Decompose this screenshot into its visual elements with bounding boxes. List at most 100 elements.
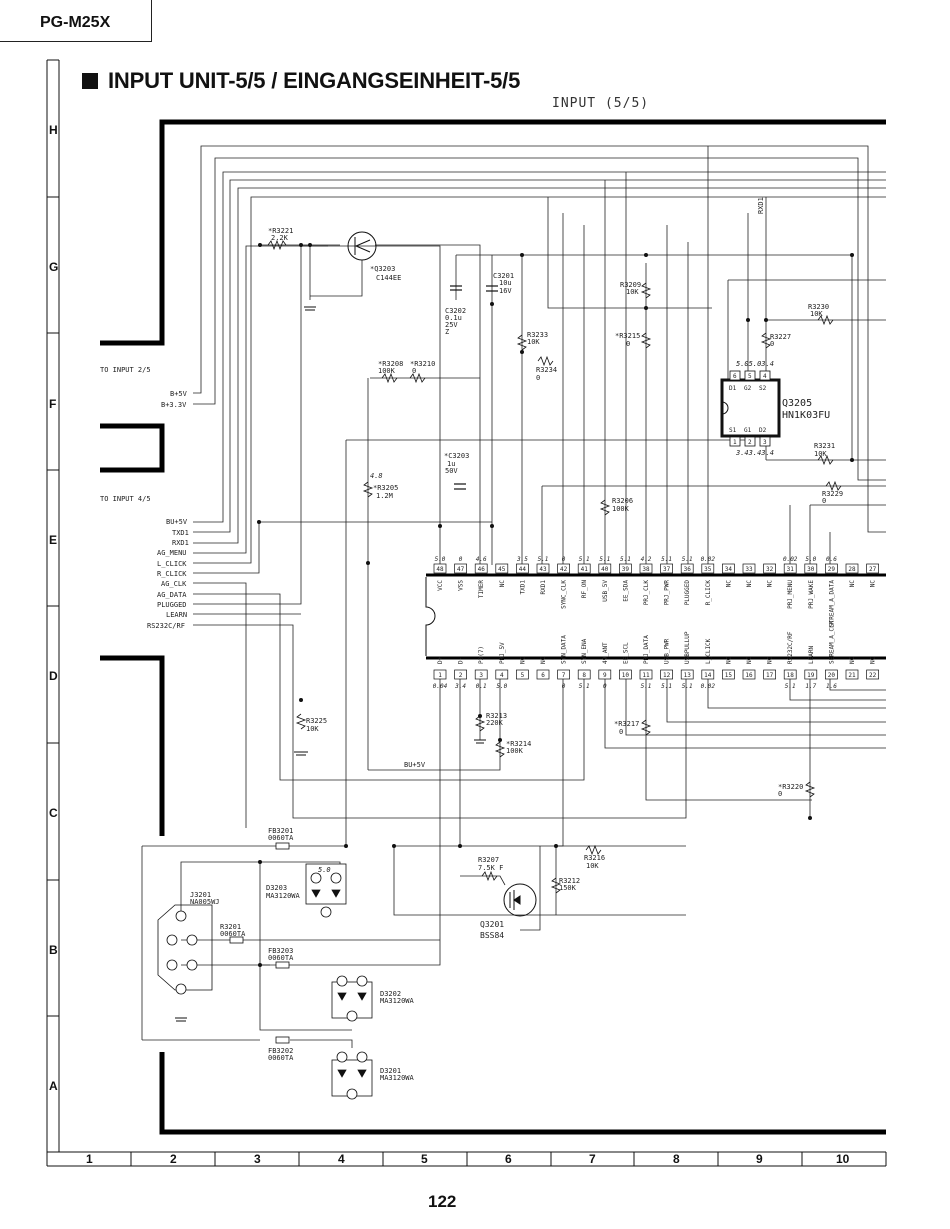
- row-letter-e: E: [49, 533, 57, 547]
- ic-pin-box-9: [598, 669, 612, 680]
- r3217-symbol: [640, 719, 652, 736]
- fb3201-ref: FB3201: [268, 827, 293, 835]
- ic-pin-box-2: [454, 669, 467, 680]
- c3201-l1: 10u: [499, 279, 512, 287]
- r3230-symbol: [817, 314, 834, 326]
- r3231-ref: R3231: [814, 442, 835, 450]
- ic-pin-box-1: [433, 669, 447, 680]
- conn-pin-bu5v: BU+5V: [166, 518, 188, 526]
- ic-pin-number-32: 32: [766, 566, 774, 573]
- r3213-ref: R3213: [486, 712, 507, 720]
- conn-pin-b33v: B+3.3V: [161, 401, 187, 409]
- ic-pin-number-21: 21: [848, 672, 856, 679]
- ic-pin-name-45: NC: [499, 580, 506, 588]
- c3203-ref: *C3203: [444, 452, 469, 460]
- ic-pin-name-22: NC: [870, 656, 877, 664]
- ic-pin-box-47: [454, 563, 467, 574]
- r3201-ref: R3201: [220, 923, 241, 931]
- r3206-symbol: [599, 499, 611, 516]
- ic-pin-voltage-35: 0.02: [701, 556, 716, 563]
- r3212-ref: R3212: [559, 877, 580, 885]
- d3201-ref: D3201: [380, 1067, 401, 1075]
- ic-pin-voltage-18: 5.1: [785, 683, 796, 690]
- ic-pin-box-17: [763, 669, 776, 680]
- ic-pin-number-45: 45: [498, 566, 506, 573]
- c3201-ref: C3201: [493, 272, 514, 280]
- ic-pin-name-18: RS232C/RF: [787, 631, 794, 664]
- page-title-text: INPUT UNIT-5/5 / EINGANGSEINHEIT-5/5: [108, 68, 521, 93]
- ic-pin-voltage-1: 0.04: [433, 683, 448, 690]
- ic-pin-number-1: 1: [438, 672, 442, 679]
- ic-pin-number-44: 44: [519, 566, 527, 573]
- ic-pin-name-27: NC: [870, 580, 877, 588]
- ic-pin-number-48: 48: [436, 566, 444, 573]
- bu5v-net-label: BU+5V: [404, 761, 426, 769]
- ic-pin-box-14: [701, 669, 715, 680]
- ic-pin-voltage-8: 5.1: [579, 683, 590, 690]
- ic-pin-name-5: NC: [519, 656, 526, 664]
- conn-pin-rxd1: RXD1: [172, 539, 189, 547]
- ic-pin-number-34: 34: [725, 566, 733, 573]
- ic-pin-number-20: 20: [828, 672, 836, 679]
- ic-pin-name-42: SYNC_CLK: [561, 580, 568, 609]
- ic-pin-box-29: [825, 563, 838, 574]
- ic-pin-number-4: 4: [500, 672, 504, 679]
- ic-pin-number-31: 31: [787, 566, 795, 573]
- ic-pin-box-12: [660, 669, 673, 680]
- ic-pin-voltage-19: 1.7: [805, 683, 816, 690]
- ic-pin-number-38: 38: [642, 566, 650, 573]
- ic-pin-name-29: STREAM_A_DATA: [828, 580, 835, 627]
- ic-pin-voltage-7: 0: [562, 683, 566, 690]
- r3214-ref: *R3214: [506, 740, 531, 748]
- col-num-9: 9: [756, 1152, 763, 1166]
- ic-pin-number-13: 13: [684, 672, 692, 679]
- ic-pin-name-36: PLUGGED: [684, 580, 691, 606]
- r3225-val: 10K: [306, 725, 319, 733]
- ic-pin-voltage-20: 1.6: [826, 683, 837, 690]
- ic-pin-box-48: [433, 563, 447, 574]
- col-num-5: 5: [421, 1152, 428, 1166]
- r3217-ref: *R3217: [614, 720, 639, 728]
- r3227-ref: R3227: [770, 333, 791, 341]
- r3234-ref: R3234: [536, 366, 557, 374]
- c3202-l1: 0.1u: [445, 314, 462, 322]
- ic-pin-box-31: [783, 563, 797, 574]
- ic-pin-name-14: L_CLICK: [705, 638, 712, 664]
- r3214-val: 100K: [506, 747, 524, 755]
- j3201-symbol: [157, 904, 213, 995]
- r3205-ref: *R3205: [373, 484, 398, 492]
- ic-pin-box-34: [722, 563, 735, 574]
- q3205-top-voltages: 5.05.03.4: [736, 360, 774, 368]
- ic-pin-box-42: [557, 563, 570, 574]
- ic-pin-box-8: [577, 669, 591, 680]
- ic-pin-box-5: [516, 669, 529, 680]
- q3205-label-d2: D2: [759, 427, 767, 434]
- ic-pin-box-45: [495, 563, 509, 574]
- r3205-voltage: 4.8: [370, 472, 383, 480]
- ic-pin-number-29: 29: [828, 566, 836, 573]
- q3201-symbol: [503, 883, 537, 917]
- r3220-symbol: [804, 781, 816, 798]
- r3233-val: 10K: [527, 338, 540, 346]
- to-input-2-5-label: TO INPUT 2/5: [100, 366, 151, 374]
- ic-pin-voltage-9: 0: [603, 683, 607, 690]
- ic-pin-name-12: USB_PWR: [664, 638, 671, 664]
- rxd1-net-tag: RXD1: [757, 197, 765, 214]
- r3233-symbol: [516, 334, 528, 351]
- row-letter-c: C: [49, 806, 58, 820]
- r3206-ref: R3206: [612, 497, 633, 505]
- ic-pin-name-43: RXD1: [540, 580, 547, 595]
- ferrite-beads: [229, 842, 290, 1044]
- ic-pin-box-46: [474, 563, 488, 574]
- ic-pin-name-21: NC: [849, 656, 856, 664]
- r3221-val: 2.2K: [271, 234, 289, 242]
- page-number: 122: [428, 1192, 457, 1211]
- q3205-val: HN1K03FU: [782, 410, 830, 421]
- fb3202-symbol: [275, 1036, 290, 1044]
- ic-pin-name-39: EE_SDA: [622, 580, 629, 602]
- d3202-ref: D3202: [380, 990, 401, 998]
- ic-pin-name-1: D+: [437, 656, 444, 664]
- ic-pin-voltage-14: 0.02: [701, 683, 716, 690]
- ic-pin-voltage-3: 0.1: [476, 683, 487, 690]
